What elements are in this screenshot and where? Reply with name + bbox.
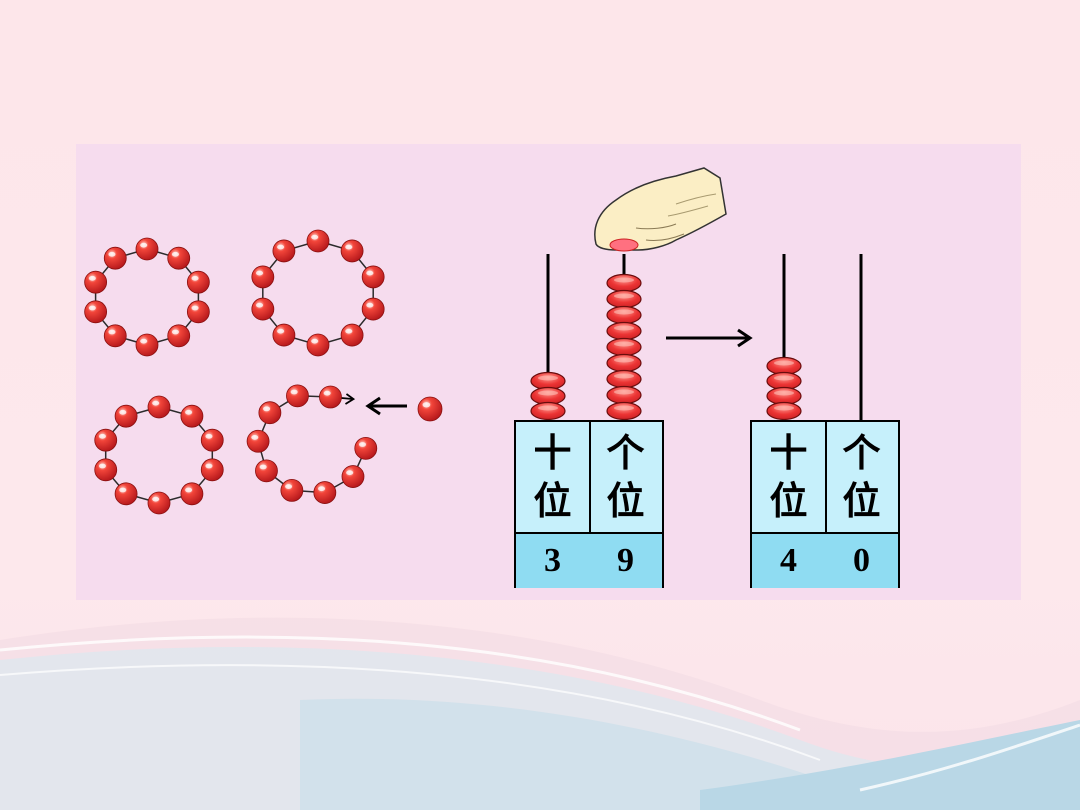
arrow-to-ring-icon xyxy=(365,396,407,416)
bead xyxy=(103,324,127,348)
abacus-bead xyxy=(766,356,802,376)
bead xyxy=(135,237,159,261)
ones-digit: 9 xyxy=(617,542,634,579)
illustration-panel: 十 位 个 位 3 9 十 位 个 位 4 0 xyxy=(76,144,1021,600)
bead xyxy=(340,239,364,263)
abacus-bead xyxy=(606,337,642,357)
bead xyxy=(272,239,296,263)
bead xyxy=(103,246,127,270)
bead xyxy=(200,428,224,452)
tens-digit: 4 xyxy=(780,542,797,579)
bead xyxy=(114,404,138,428)
abacus-beads xyxy=(530,273,802,421)
bead xyxy=(147,491,171,515)
abacus-bead xyxy=(530,371,566,391)
bead xyxy=(341,465,365,488)
abacus-bead xyxy=(606,305,642,325)
abacus-bead xyxy=(606,273,642,293)
bead-ring xyxy=(84,237,210,357)
tens-label-char-2: 位 xyxy=(769,479,808,523)
ones-label-char-1: 个 xyxy=(842,431,881,475)
bead xyxy=(361,265,385,289)
bead xyxy=(417,396,443,422)
bead xyxy=(258,401,282,425)
bead xyxy=(147,395,171,419)
bead xyxy=(255,459,278,483)
bead xyxy=(246,429,270,453)
bead xyxy=(180,482,204,506)
abacus-bead xyxy=(606,401,642,421)
tens-digit: 3 xyxy=(544,542,561,579)
abacus-bead xyxy=(766,401,802,421)
ones-label-char-2: 位 xyxy=(842,479,881,523)
number-row: 4 0 xyxy=(752,532,898,588)
bead xyxy=(186,270,210,294)
abacus-bead xyxy=(530,401,566,421)
bead-ring xyxy=(246,384,378,504)
loose-bead xyxy=(417,396,443,422)
bead xyxy=(114,482,138,506)
bead xyxy=(186,300,210,324)
bead xyxy=(84,270,108,294)
ones-label-char-2: 位 xyxy=(606,479,645,523)
tens-place-label: 十 位 xyxy=(752,422,827,532)
abacus-bead xyxy=(606,321,642,341)
bead xyxy=(84,300,108,324)
ones-place-label: 个 位 xyxy=(825,422,898,532)
abacus-bead xyxy=(606,353,642,373)
number-row: 3 9 xyxy=(516,532,662,588)
bead xyxy=(319,385,342,409)
abacus-after: 十 位 个 位 4 0 xyxy=(750,420,900,588)
ones-place-label: 个 位 xyxy=(589,422,662,532)
illustration-scene xyxy=(84,167,863,515)
bead xyxy=(94,428,118,452)
bead-ring xyxy=(94,395,224,515)
ones-digit: 0 xyxy=(853,542,870,579)
tens-place-label: 十 位 xyxy=(516,422,591,532)
arrow-right-icon xyxy=(666,328,753,348)
bead xyxy=(167,324,191,348)
tens-label-char-2: 位 xyxy=(533,479,572,523)
hand-icon xyxy=(594,167,727,252)
bead xyxy=(251,265,275,289)
bead xyxy=(272,323,296,347)
tens-label-char-1: 十 xyxy=(769,431,808,475)
bead xyxy=(361,297,385,321)
abacus-bead xyxy=(530,386,566,406)
bead xyxy=(280,478,304,502)
bead xyxy=(200,458,224,482)
bead-rings xyxy=(84,229,385,515)
bead xyxy=(354,436,378,460)
bead xyxy=(306,229,330,253)
bead xyxy=(313,481,337,504)
bead-ring xyxy=(251,229,385,357)
bead xyxy=(167,246,191,270)
bead xyxy=(251,297,275,321)
bead xyxy=(180,404,204,428)
abacus-bead xyxy=(606,289,642,309)
abacus-before: 十 位 个 位 3 9 xyxy=(514,420,664,588)
bead xyxy=(94,458,118,482)
bead xyxy=(306,333,330,357)
tens-label-char-1: 十 xyxy=(533,431,572,475)
abacus-bead xyxy=(606,385,642,405)
abacus-bead xyxy=(606,369,642,389)
bead xyxy=(135,333,159,357)
bead xyxy=(286,384,309,408)
bead xyxy=(340,323,364,347)
ones-label-char-1: 个 xyxy=(606,431,645,475)
